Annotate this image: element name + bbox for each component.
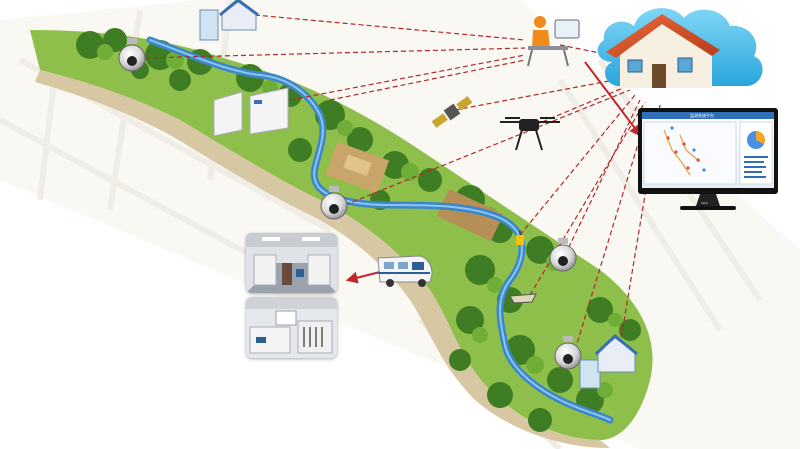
dome-camera-2-icon	[320, 186, 348, 220]
boat-icon	[509, 293, 537, 304]
data-center-house-icon	[606, 14, 720, 88]
operator-icon	[527, 16, 580, 67]
link-camera-1	[144, 47, 526, 59]
monitoring-station-bottom-icon	[579, 334, 638, 389]
van-interior-photo-2	[246, 297, 337, 358]
monitor-brand: SDIC	[701, 201, 709, 205]
link-camera-2	[344, 89, 631, 206]
van-interior-1-image	[246, 233, 337, 293]
dome-camera-1-icon	[118, 38, 146, 72]
link-station-top	[254, 14, 526, 41]
monitor-title: 监测系统平台	[690, 113, 714, 118]
monitoring-van-icon	[377, 255, 433, 287]
dome-camera-3-icon	[549, 238, 577, 272]
link-bridge	[329, 59, 526, 101]
van-interior-2-image	[246, 297, 337, 358]
drone-icon	[500, 117, 560, 151]
buoy-icon	[516, 230, 524, 245]
monitor-screen-icon	[638, 108, 778, 210]
link-boat	[529, 101, 646, 296]
satellite-icon	[431, 96, 473, 128]
van-interior-photo-1	[246, 233, 337, 293]
communication-links	[144, 14, 661, 351]
link-satellite	[454, 77, 626, 111]
link-camera-3	[564, 99, 641, 256]
lab-cabinets-icon	[213, 87, 289, 137]
link-buoy	[519, 94, 636, 236]
arrow-to-monitor	[584, 61, 642, 137]
river-park-land	[30, 30, 653, 448]
river	[146, 36, 614, 424]
data-arrows	[345, 61, 642, 284]
monitoring-station-top-icon	[199, 0, 259, 41]
arrow-to-lab-photos	[345, 271, 381, 284]
park-plaza	[325, 141, 504, 242]
link-camera-4	[574, 104, 651, 351]
dome-camera-4-icon	[554, 336, 582, 370]
